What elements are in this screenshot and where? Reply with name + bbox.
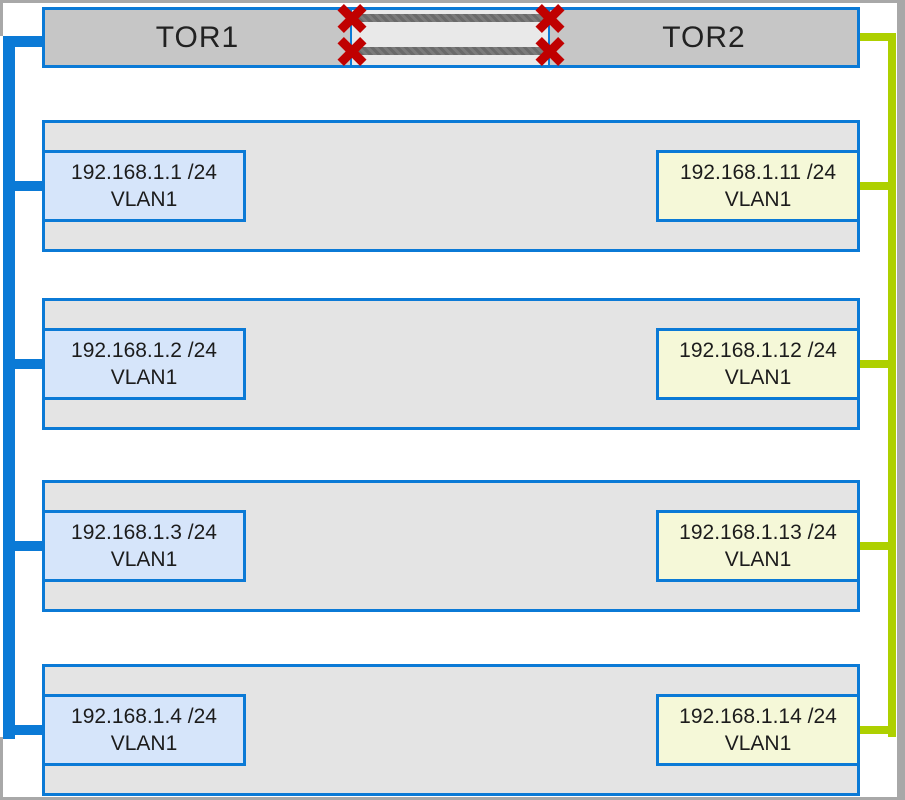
tor1-host4-stub	[3, 725, 45, 735]
host2-right-nic-ip: 192.168.1.12 /24	[679, 339, 837, 362]
host1-right-nic: 192.168.1.11 /24 VLAN1	[656, 150, 860, 222]
host1-left-nic: 192.168.1.1 /24 VLAN1	[42, 150, 246, 222]
host2-left-nic: 192.168.1.2 /24 VLAN1	[42, 328, 246, 400]
host4-left-nic-ip: 192.168.1.4 /24	[71, 705, 217, 728]
host4-right-nic: 192.168.1.14 /24 VLAN1	[656, 694, 860, 766]
host3-left-nic: 192.168.1.3 /24 VLAN1	[42, 510, 246, 582]
host2-right-nic: 192.168.1.12 /24 VLAN1	[656, 328, 860, 400]
host4-left-nic-vlan: VLAN1	[110, 732, 178, 755]
inter-switch-link-2	[352, 47, 548, 55]
tor1-label: TOR1	[155, 20, 240, 54]
host3-right-nic: 192.168.1.13 /24 VLAN1	[656, 510, 860, 582]
host1-right-nic-vlan: VLAN1	[724, 188, 792, 211]
host1-left-nic-vlan: VLAN1	[110, 188, 178, 211]
tor2-host4-stub	[856, 726, 896, 734]
host4-left-nic: 192.168.1.4 /24 VLAN1	[42, 694, 246, 766]
tor2-host3-stub	[856, 542, 896, 550]
frame-top-edge	[0, 0, 905, 3]
tor2-label: TOR2	[662, 20, 746, 54]
tor2-uplink-stub	[860, 33, 896, 41]
tor1-uplink-stub	[3, 36, 45, 47]
host1-left-nic-ip: 192.168.1.1 /24	[71, 161, 217, 184]
frame-left-edge-bottom	[0, 737, 3, 800]
link2-right-failure-x-icon	[535, 36, 565, 66]
host1-right-nic-ip: 192.168.1.11 /24	[679, 161, 837, 184]
link1-left-failure-x-icon	[337, 3, 367, 33]
host2-left-nic-vlan: VLAN1	[110, 366, 178, 389]
tor2-trunk-line	[888, 33, 896, 737]
link1-right-failure-x-icon	[535, 3, 565, 33]
link2-left-failure-x-icon	[337, 36, 367, 66]
tor1-trunk-line	[3, 36, 15, 739]
host3-left-nic-vlan: VLAN1	[110, 548, 178, 571]
tor2-host2-stub	[856, 360, 896, 368]
host3-right-nic-ip: 192.168.1.13 /24	[679, 521, 837, 544]
frame-left-edge-top	[0, 0, 3, 36]
frame-right-edge	[897, 0, 905, 800]
host2-right-nic-vlan: VLAN1	[724, 366, 792, 389]
host3-left-nic-ip: 192.168.1.3 /24	[71, 521, 217, 544]
host4-right-nic-vlan: VLAN1	[724, 732, 792, 755]
tor1-host3-stub	[3, 541, 45, 551]
inter-switch-link-1	[352, 14, 548, 22]
tor1-host1-stub	[3, 181, 45, 191]
tor2-host1-stub	[856, 182, 896, 190]
host2-left-nic-ip: 192.168.1.2 /24	[71, 339, 217, 362]
host4-right-nic-ip: 192.168.1.14 /24	[679, 705, 837, 728]
frame-bottom-edge	[0, 797, 905, 800]
host3-right-nic-vlan: VLAN1	[724, 548, 792, 571]
tor1-host2-stub	[3, 359, 45, 369]
